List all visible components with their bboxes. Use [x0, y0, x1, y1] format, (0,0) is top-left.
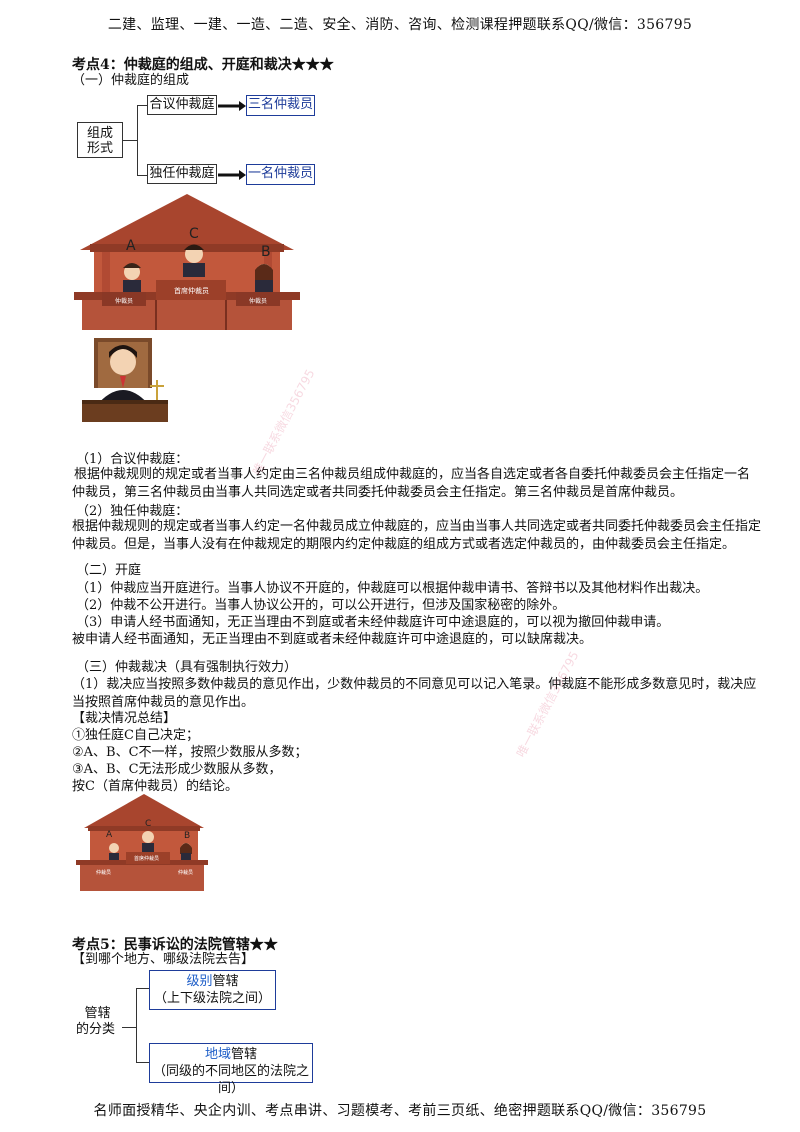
label-b: B	[261, 244, 271, 260]
summary-item-4: 按C（首席仲裁员）的结论。	[72, 779, 238, 794]
territorial-note: （同级的不同地区的法院之间）	[152, 1064, 309, 1096]
label-c: C	[189, 226, 199, 242]
sole-arbitrator-illustration	[82, 338, 168, 422]
arbitrator-a-figure	[123, 263, 141, 292]
arbitrator-c-figure	[183, 244, 205, 277]
summary-item-1: ①独任庭C自己决定；	[72, 728, 199, 743]
connector	[137, 105, 147, 106]
page-header: 二建、监理、一建、一造、二造、安全、消防、咨询、检测课程押题联系QQ/微信：35…	[107, 17, 693, 33]
p1-body: 根据仲裁规则的规定或者当事人约定由三名仲裁员组成仲裁庭的，应当各自选定或者各自委…	[72, 466, 762, 502]
label-a: A	[126, 238, 136, 254]
territorial-jurisdiction-label: 地域管辖	[150, 1046, 312, 1063]
summary-item-3: ③A、B、C无法形成少数服从多数，	[72, 762, 282, 777]
connector	[137, 175, 147, 176]
arbitrator-b-figure	[255, 264, 273, 292]
connector	[137, 105, 138, 175]
level-jurisdiction-label: 级别管辖	[150, 973, 275, 990]
label-b-small: B	[184, 831, 190, 841]
desk-left-label-small: 仲裁员	[96, 869, 111, 876]
page-footer: 名师面授精华、央企内训、考点串讲、习题模考、考前三页纸、绝密押题联系QQ/微信：…	[93, 1103, 707, 1119]
territorial-rest: 管辖	[231, 1047, 258, 1062]
p2-body: 根据仲裁规则的规定或者当事人约定一名仲裁员成立仲裁庭的，应当由当事人共同选定或者…	[72, 518, 762, 554]
section4-sub3: （三）仲裁裁决（具有强制执行效力）	[76, 660, 298, 675]
hearing-item-3: （3）申请人经书面通知，无正当理由不到庭或者未经仲裁庭许可中途退庭的，可以视为撤…	[76, 615, 670, 630]
connector	[136, 988, 137, 1062]
level-jurisdiction-box: 级别管辖 （上下级法院之间）	[149, 970, 276, 1010]
jurisdiction-root-line1: 管辖	[84, 1006, 111, 1021]
section4-sub1: （一）仲裁庭的组成	[72, 73, 190, 88]
desk-left-label: 仲裁员	[115, 297, 133, 305]
territorial-key: 地域	[204, 1047, 231, 1062]
jurisdiction-root: 管辖 的分类	[76, 1006, 115, 1038]
arrow-icon	[218, 170, 246, 180]
branch-top-box: 合议仲裁庭	[147, 95, 217, 115]
branch-top-result: 三名仲裁员	[246, 95, 315, 116]
level-rest: 管辖	[212, 974, 239, 989]
tribunal-illustration: A C B 仲裁员 首席仲裁员 仲裁员	[74, 194, 300, 330]
p2-heading: （2）独任仲裁庭：	[76, 504, 189, 519]
connector	[136, 1062, 149, 1063]
p1-heading: （1）合议仲裁庭：	[76, 452, 189, 467]
hearing-item-4: 被申请人经书面通知，无正当理由不到庭或者未经仲裁庭许可中途退庭的，可以缺席裁决。	[72, 632, 593, 647]
section5-title: 考点5：民事诉讼的法院管辖★★	[72, 937, 278, 953]
section5-sub: 【到哪个地方、哪级法院去告】	[72, 952, 255, 967]
level-note: （上下级法院之间）	[153, 991, 271, 1006]
diagram-root-box: 组成 形式	[77, 122, 123, 158]
connector	[122, 1027, 136, 1028]
section4-title: 考点4：仲裁庭的组成、开庭和裁决★★★	[72, 57, 334, 73]
arrow-icon	[218, 101, 246, 111]
jurisdiction-root-line2: 的分类	[76, 1022, 116, 1037]
branch-bottom-box: 独任仲裁庭	[147, 164, 217, 184]
branch-bottom-result: 一名仲裁员	[246, 164, 315, 185]
label-a-small: A	[106, 830, 113, 840]
tribunal-illustration-small: A C B 仲裁员 首席仲裁员 仲裁员	[76, 794, 208, 891]
p1-body-text: 根据仲裁规则的规定或者当事人约定由三名仲裁员组成仲裁庭的，应当各自选定或者各自委…	[72, 467, 751, 500]
summary-title: 【裁决情况总结】	[72, 711, 177, 726]
hearing-item-1: （1）仲裁应当开庭进行。当事人协议不开庭的，仲裁庭可以根据仲裁申请书、答辩书以及…	[76, 581, 709, 596]
p2-body-text: 根据仲裁规则的规定或者当事人约定一名仲裁员成立仲裁庭的，应当由当事人共同选定或者…	[72, 519, 762, 552]
desk-center-label: 首席仲裁员	[174, 286, 209, 295]
hearing-item-2: （2）仲裁不公开进行。当事人协议公开的，可以公开进行，但涉及国家秘密的除外。	[76, 598, 566, 613]
summary-item-2: ②A、B、C不一样，按照少数服从多数；	[72, 745, 308, 760]
watermark: 唯一联系微信356795	[249, 366, 318, 478]
award-rule: （1）裁决应当按照多数仲裁员的意见作出，少数仲裁员的不同意见可以记入笔录。仲裁庭…	[72, 676, 762, 712]
desk-right-label-small: 仲裁员	[178, 869, 193, 876]
connector	[136, 988, 149, 989]
section4-sub2: （二）开庭	[76, 563, 142, 578]
award-rule-text: （1）裁决应当按照多数仲裁员的意见作出，少数仲裁员的不同意见可以记入笔录。仲裁庭…	[72, 677, 757, 710]
desk-center-label-small: 首席仲裁员	[134, 855, 159, 862]
label-c-small: C	[145, 819, 151, 829]
connector	[123, 140, 137, 141]
desk-right-label: 仲裁员	[249, 297, 267, 305]
level-key: 级别	[186, 974, 213, 989]
diagram-root-line1: 组成	[86, 126, 113, 141]
territorial-jurisdiction-box: 地域管辖 （同级的不同地区的法院之间）	[149, 1043, 313, 1096]
diagram-root-line2: 形式	[86, 141, 113, 156]
